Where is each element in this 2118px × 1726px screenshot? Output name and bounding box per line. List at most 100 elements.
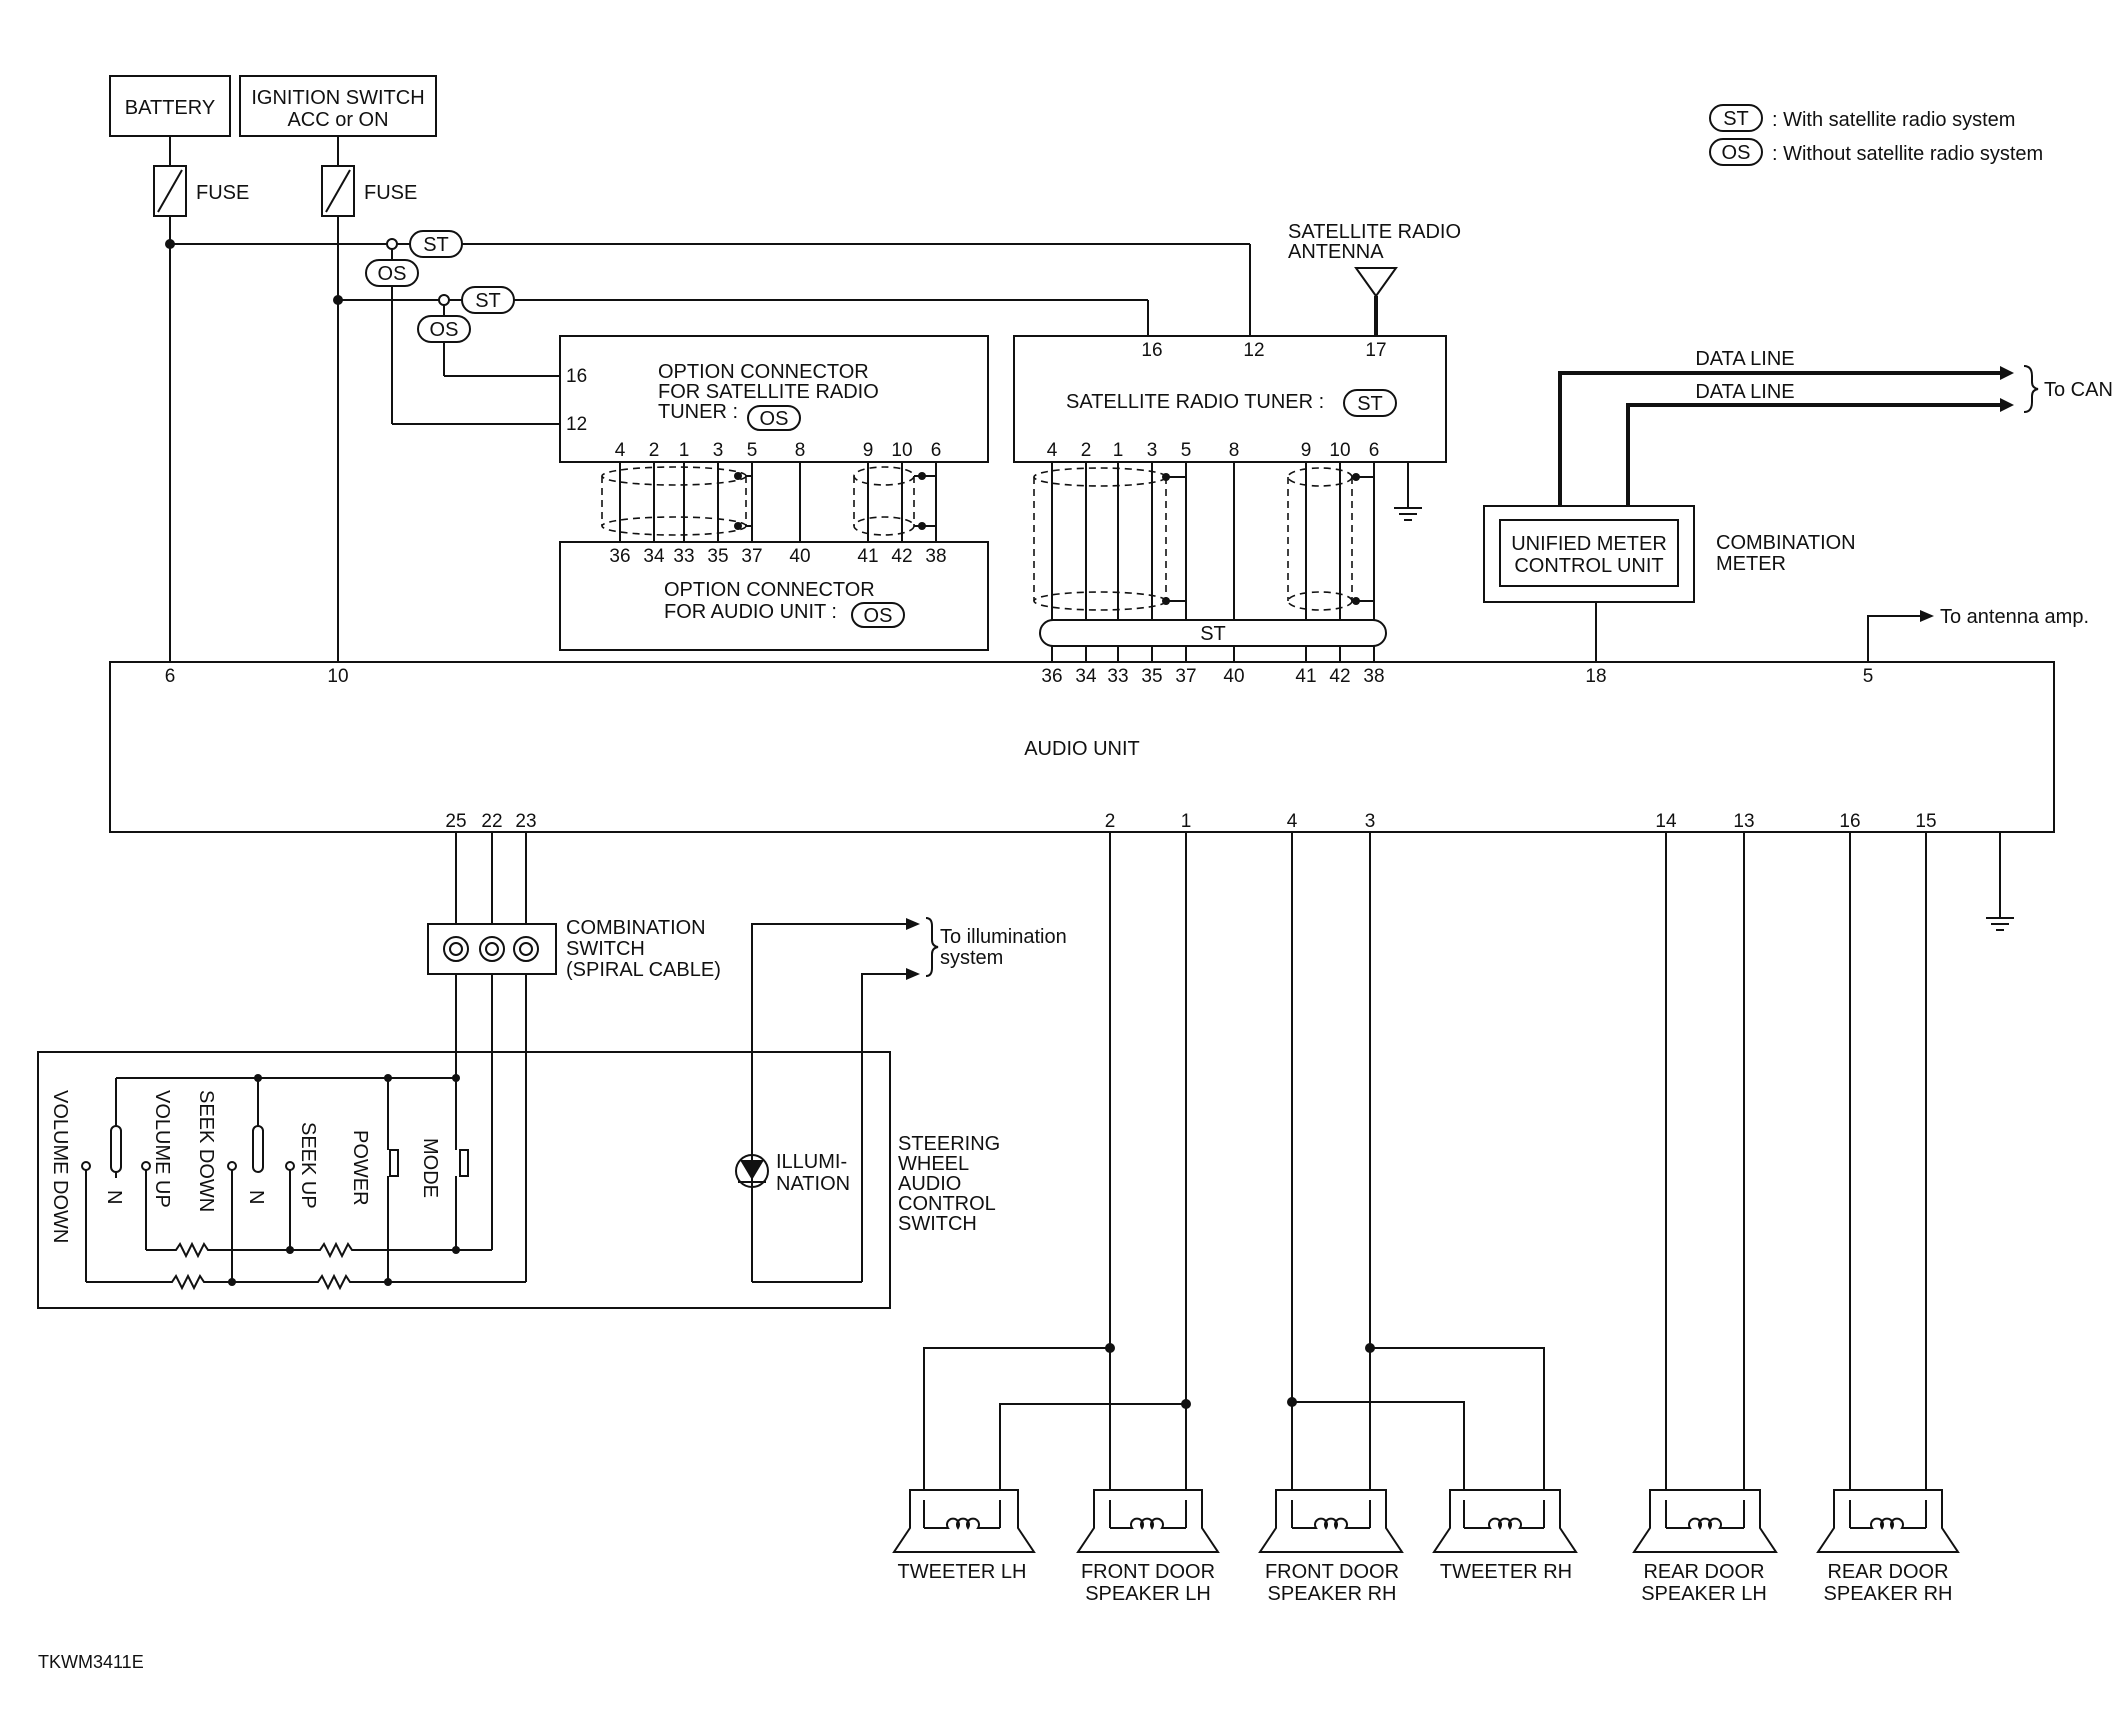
steering-label-5: SWITCH [898, 1213, 977, 1235]
svg-text:17: 17 [1365, 340, 1386, 361]
satellite-radio-tuner: 16 12 17 SATELLITE RADIO TUNER : ST 4 2 … [1013, 335, 1447, 521]
rear-door-speaker-lh: REAR DOOR SPEAKER LH [1632, 1489, 1778, 1605]
svg-text:MODE: MODE [419, 1138, 441, 1198]
svg-text:35: 35 [707, 546, 728, 567]
svg-text:3: 3 [713, 440, 724, 461]
to-illumination-label-2: system [940, 947, 1003, 969]
svg-text:2: 2 [649, 440, 660, 461]
svg-text:3: 3 [1365, 811, 1376, 832]
satellite-antenna: SATELLITE RADIO ANTENNA [1288, 221, 1461, 336]
svg-text:9: 9 [1301, 440, 1312, 461]
power-sources: BATTERY IGNITION SWITCH ACC or ON FUSE F… [109, 75, 437, 662]
audio-unit-box [109, 661, 2055, 833]
svg-text:14: 14 [1655, 811, 1677, 832]
combination-meter-label-1: COMBINATION [1716, 532, 1856, 554]
svg-text:TWEETER LH: TWEETER LH [898, 1561, 1027, 1583]
data-line-arrow-2 [2000, 398, 2014, 412]
legend-st-tag-ring [1709, 104, 1763, 132]
os-tag-3 [747, 405, 801, 431]
legend-os-tag: OS [1722, 142, 1751, 164]
tweeter-rh: TWEETER RH [1432, 1489, 1578, 1583]
svg-text:16: 16 [566, 366, 587, 387]
svg-text:16: 16 [1839, 811, 1860, 832]
os-tag-2 [417, 315, 471, 343]
svg-text:ST: ST [423, 234, 449, 256]
speaker-icon [892, 1489, 1036, 1553]
speakers: TWEETER LH FRONT DOOR SPEAKER LH FRONT D… [892, 1489, 1960, 1605]
option-tuner-box [559, 335, 989, 463]
power-distribution: ST OS ST OS [165, 230, 1251, 425]
to-antenna-amp-label: To antenna amp. [1940, 606, 2089, 628]
illumination-arrow-1 [906, 918, 920, 930]
legend-st-text: : With satellite radio system [1772, 109, 2015, 131]
steering-wheel-switch: STEERING WHEEL AUDIO CONTROL SWITCH N N … [37, 1051, 1000, 1309]
option-audio-label-2: FOR AUDIO UNIT : [664, 601, 837, 623]
svg-text:36: 36 [609, 546, 630, 567]
svg-text:SPEAKER LH: SPEAKER LH [1641, 1583, 1767, 1605]
option-connector-tuner: OPTION CONNECTOR FOR SATELLITE RADIO TUN… [559, 335, 989, 463]
speaker-icon [1076, 1489, 1220, 1553]
illumination-label-1: ILLUMI- [776, 1151, 847, 1173]
svg-text:10: 10 [327, 666, 348, 687]
to-can-label: To CAN system [2044, 379, 2118, 401]
svg-text:10: 10 [891, 440, 912, 461]
svg-text:41: 41 [1295, 666, 1316, 687]
svg-text:SEEK DOWN: SEEK DOWN [195, 1090, 217, 1212]
data-line-label-1: DATA LINE [1695, 348, 1794, 370]
svg-text:ST: ST [1357, 393, 1383, 415]
svg-text:1: 1 [1181, 811, 1192, 832]
svg-text:40: 40 [1223, 666, 1244, 687]
unified-meter-label-1: UNIFIED METER [1511, 533, 1667, 555]
option-tuner-label-1: OPTION CONNECTOR [658, 361, 869, 383]
speaker-wiring [923, 832, 1927, 1500]
illumination-arrow-2 [906, 968, 920, 980]
svg-text:16: 16 [1141, 340, 1162, 361]
svg-text:37: 37 [1175, 666, 1196, 687]
svg-text:5: 5 [747, 440, 758, 461]
figure-id: TKWM3411E [38, 1652, 144, 1672]
svg-text:6: 6 [1369, 440, 1380, 461]
svg-text:FRONT DOOR: FRONT DOOR [1081, 1561, 1215, 1583]
os-tag-4 [851, 602, 905, 628]
svg-text:OS: OS [864, 605, 893, 627]
steering-label-3: AUDIO [898, 1173, 961, 1195]
mode-switch-icon [459, 1149, 469, 1177]
unified-meter-box [1499, 519, 1679, 587]
data-line-label-2: DATA LINE [1695, 381, 1794, 403]
spiral-label-1: COMBINATION [566, 917, 706, 939]
svg-text:N: N [245, 1190, 267, 1204]
ignition-label-2: ACC or ON [287, 109, 388, 131]
svg-text:3: 3 [1147, 440, 1158, 461]
antenna-amp-link: To antenna amp. [1867, 606, 2089, 662]
svg-text:5: 5 [1181, 440, 1192, 461]
svg-text:37: 37 [741, 546, 762, 567]
svg-text:OS: OS [760, 408, 789, 430]
svg-text:8: 8 [1229, 440, 1240, 461]
option-shielded-wires [601, 462, 937, 542]
svg-text:6: 6 [165, 666, 176, 687]
steering-label-1: STEERING [898, 1133, 1000, 1155]
option-tuner-label-3: TUNER : [658, 401, 738, 423]
svg-text:10: 10 [1329, 440, 1350, 461]
svg-text:41: 41 [857, 546, 878, 567]
svg-text:TWEETER RH: TWEETER RH [1440, 1561, 1572, 1583]
svg-text:SPEAKER LH: SPEAKER LH [1085, 1583, 1211, 1605]
power-switch-icon [389, 1149, 399, 1177]
antenna-icon [1354, 267, 1398, 298]
sat-tuner-label: SATELLITE RADIO TUNER : [1066, 391, 1324, 413]
audio-unit: AUDIO UNIT 6 10 36 34 33 35 37 40 41 42 … [109, 661, 2055, 931]
svg-text:8: 8 [795, 440, 806, 461]
svg-text:FRONT DOOR: FRONT DOOR [1265, 1561, 1399, 1583]
rear-door-speaker-rh: REAR DOOR SPEAKER RH [1816, 1489, 1960, 1605]
spiral-label-2: SWITCH [566, 938, 645, 960]
speaker-icon [1632, 1489, 1778, 1553]
svg-text:4: 4 [1047, 440, 1058, 461]
svg-text:N: N [103, 1190, 125, 1204]
svg-text:33: 33 [673, 546, 694, 567]
svg-text:VOLUME UP: VOLUME UP [151, 1090, 173, 1208]
fuse-2-label: FUSE [364, 182, 417, 204]
option-connector-audio: 36 34 33 35 37 40 41 42 38 OPTION CONNEC… [559, 541, 989, 651]
svg-text:25: 25 [445, 811, 466, 832]
front-door-speaker-lh: FRONT DOOR SPEAKER LH [1076, 1489, 1220, 1605]
